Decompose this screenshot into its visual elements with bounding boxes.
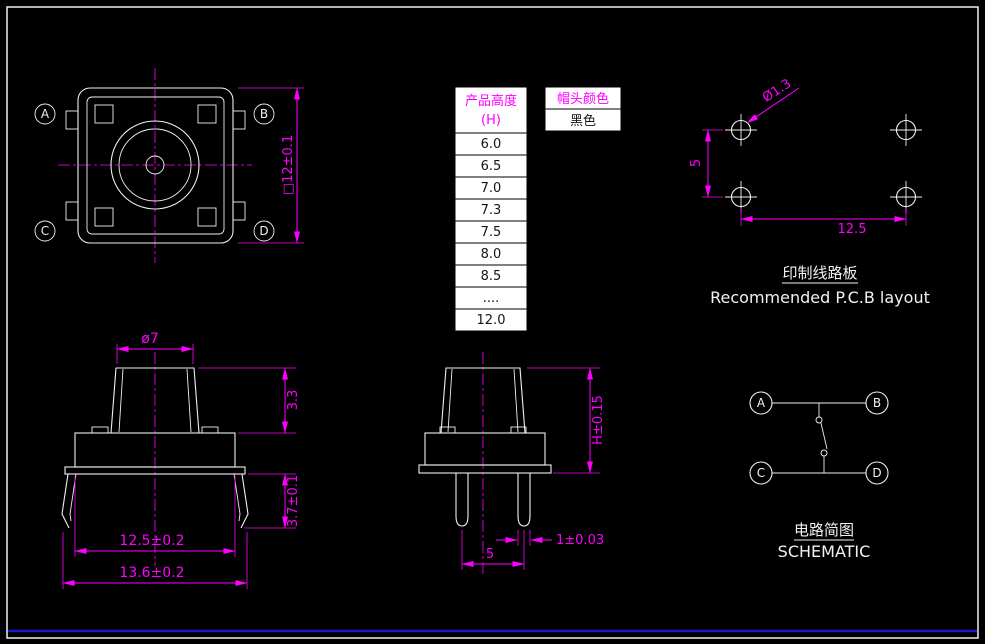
- top-view-body: [65, 87, 246, 244]
- dim-cap-diameter-group: ø7: [116, 331, 194, 364]
- dim-body-height: H±0.15: [591, 395, 606, 445]
- side-view-body: [418, 367, 552, 527]
- height-value: 12.0: [477, 313, 506, 328]
- dim-row-spacing: 5: [689, 159, 704, 167]
- terminal-label-a: A: [41, 107, 50, 121]
- dim-top-size-group: □12±0.1: [238, 87, 304, 244]
- dim-top-size: □12±0.1: [281, 135, 296, 195]
- dim-pin-width: 1±0.03: [556, 533, 604, 548]
- switch-lever: [820, 422, 828, 450]
- height-value: 8.0: [481, 247, 502, 262]
- height-value: 7.5: [481, 225, 502, 240]
- dim-cap-diameter: ø7: [141, 331, 158, 347]
- dim-overall-width-group: 13.6±0.2: [62, 532, 248, 589]
- dim-body-width-group: 12.5±0.2: [74, 476, 236, 557]
- dim-body-width: 12.5±0.2: [119, 533, 184, 549]
- height-value: ....: [483, 291, 500, 306]
- dim-pin-width-group: 1±0.03: [496, 530, 604, 548]
- front-view: ø7 3.3 3.7±0.1 12.5±0.2 13.6±0.2: [61, 331, 301, 589]
- schematic-wires: [772, 402, 866, 474]
- height-value: 8.5: [481, 269, 502, 284]
- schematic-label-b: B: [873, 396, 881, 410]
- schematic-label-a: A: [757, 396, 766, 410]
- dim-hole-diameter: Ø1.3: [760, 76, 794, 105]
- side-view: H±0.15 1±0.03 5: [418, 352, 606, 574]
- sheet-border: [6, 6, 979, 639]
- dim-pin-pitch-group: 5: [461, 530, 525, 570]
- cap-color-header: 帽头颜色: [557, 91, 609, 107]
- pcb-hole-crosshairs: [725, 114, 922, 213]
- dim-hole-diameter-group: Ø1.3: [746, 76, 800, 124]
- terminal-c-marker: [34, 220, 56, 242]
- pcb-holes: [730, 119, 917, 208]
- dim-cap-height-group: 3.3: [198, 367, 301, 434]
- dim-standoff-height-group: 3.7±0.1: [244, 473, 301, 529]
- height-table-header-cell: [454, 86, 528, 134]
- dim-standoff-height: 3.7±0.1: [286, 475, 301, 527]
- schematic-title-en: SCHEMATIC: [778, 542, 871, 561]
- terminal-d-marker: [253, 220, 275, 242]
- front-view-body: [61, 367, 249, 529]
- pcb-layout-view: Ø1.3 5 12.5 印制线路板 Recommended P.C.B layo…: [689, 76, 930, 307]
- height-value: 7.3: [481, 203, 502, 218]
- terminal-label-d: D: [259, 224, 268, 238]
- dim-row-spacing-group: 5: [689, 129, 723, 198]
- switch-contact-top: [815, 416, 823, 424]
- dim-overall-width: 13.6±0.2: [119, 565, 184, 581]
- dim-column-spacing-group: 12.5: [740, 208, 907, 237]
- top-view: A B C D □12±0.1: [34, 68, 304, 263]
- switch-contact-bottom: [820, 449, 828, 457]
- top-view-centerlines: [58, 68, 252, 263]
- pcb-title-cn: 印制线路板: [782, 264, 857, 282]
- left-pin: [455, 473, 469, 527]
- cap-color-value-cell: [544, 108, 622, 132]
- height-table-header-unit: (H): [481, 113, 501, 128]
- schematic-title-cn: 电路简图: [794, 521, 854, 539]
- pcb-title-en: Recommended P.C.B layout: [710, 288, 930, 307]
- height-table-cell: [454, 308, 528, 332]
- height-value: 7.0: [481, 181, 502, 196]
- height-table: 产品高度 (H) 6.0 6.5 7.0 7.3 7.5 8.0 8.5 ...…: [454, 86, 528, 332]
- right-pin: [517, 473, 531, 527]
- terminal-label-c: C: [41, 224, 49, 238]
- height-value: 6.5: [481, 159, 502, 174]
- height-value: 6.0: [481, 137, 502, 152]
- schematic-view: A B C D 电路简图 SCHEMATIC: [749, 391, 889, 561]
- dim-pin-pitch: 5: [486, 547, 494, 562]
- terminal-a-marker: [34, 103, 56, 125]
- sheet-frame: [6, 6, 979, 639]
- dim-cap-height: 3.3: [286, 390, 301, 411]
- cap-color-table: 帽头颜色 黑色: [544, 86, 622, 132]
- dim-body-height-group: H±0.15: [527, 367, 606, 474]
- schematic-label-c: C: [757, 466, 765, 480]
- terminal-b-marker: [253, 103, 275, 125]
- top-view-terminal-markers: A B C D: [34, 103, 275, 242]
- dim-column-spacing: 12.5: [838, 222, 867, 237]
- height-table-header: 产品高度: [465, 93, 517, 109]
- cap-color-value: 黑色: [570, 113, 596, 129]
- schematic-label-d: D: [872, 466, 881, 480]
- terminal-label-b: B: [260, 107, 268, 121]
